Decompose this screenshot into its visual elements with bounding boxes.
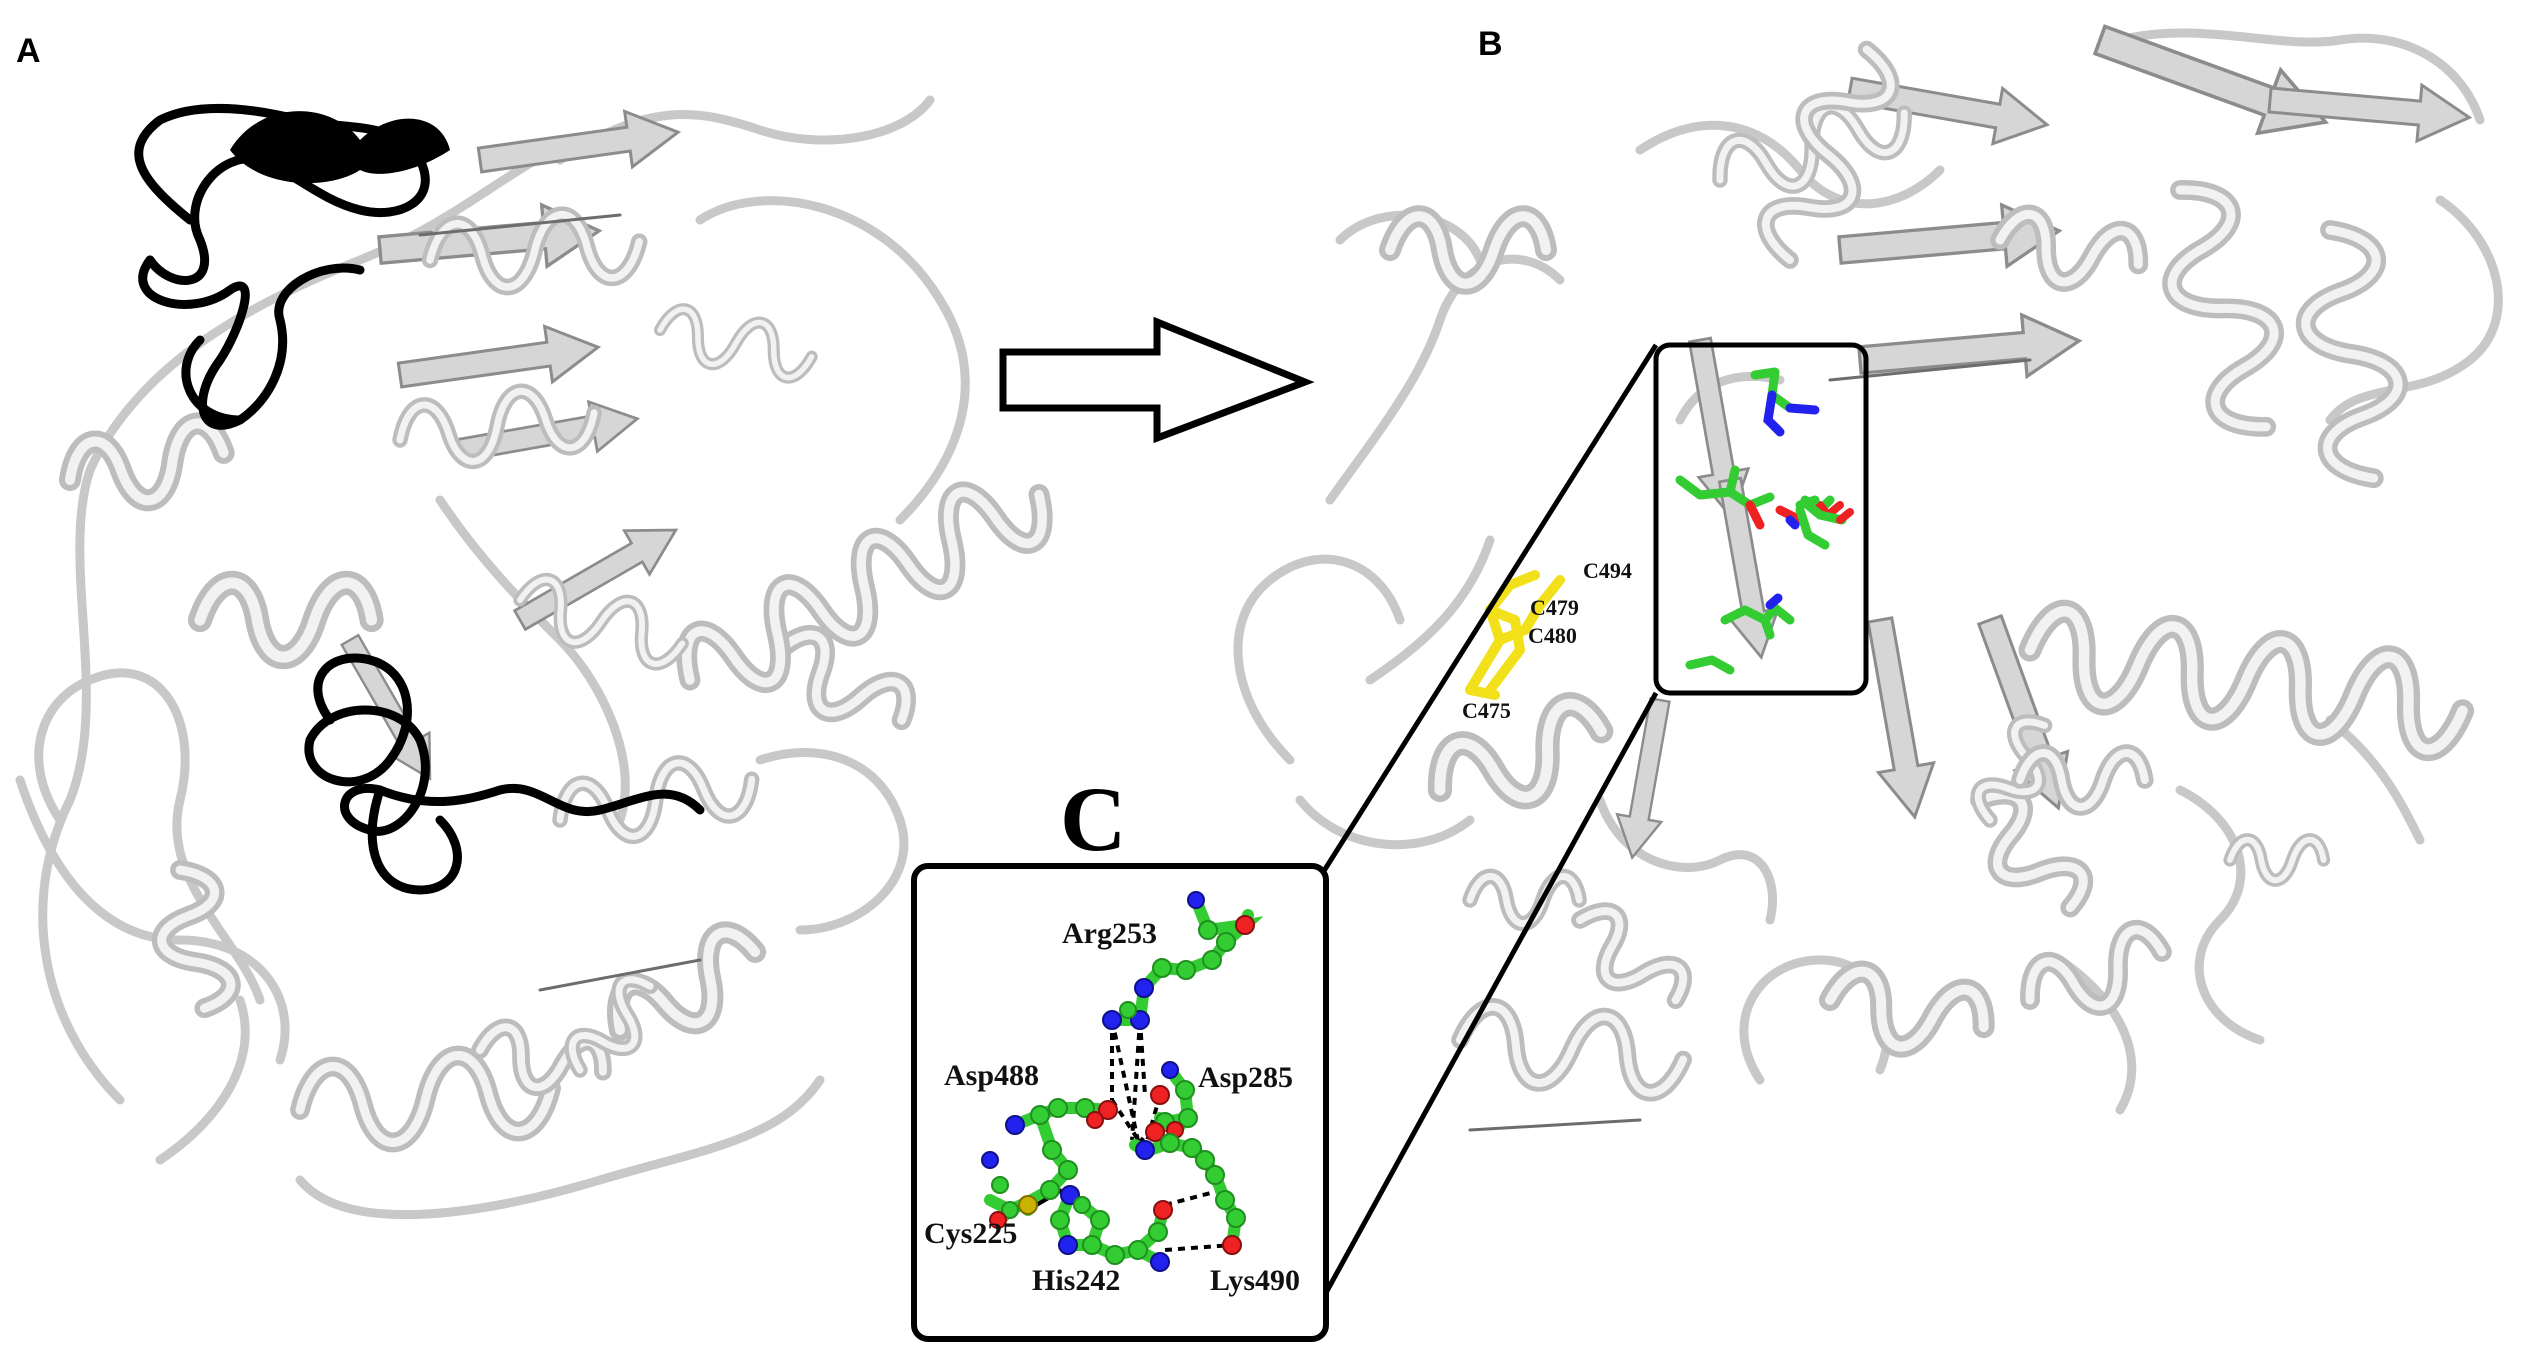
panel-c-label: C: [1060, 768, 1126, 870]
inset-box: [911, 863, 1329, 1342]
residue-atoms: [981, 891, 1255, 1272]
label-arg253: Arg253: [1062, 917, 1157, 950]
active-site-box: [1653, 342, 1869, 696]
active-site-sticks: [1675, 367, 1854, 675]
transition-arrow: [999, 316, 1315, 444]
panel-a-label: A: [16, 32, 41, 70]
label-c479: C479: [1530, 595, 1579, 620]
panel-c-inset: Arg253 Asp488 Asp285 Cys225 His242 Lys49…: [911, 863, 1329, 1342]
label-asp488: Asp488: [944, 1059, 1039, 1092]
label-lys490: Lys490: [1210, 1264, 1300, 1297]
panel-a-protein-structure: [15, 95, 1057, 1220]
cysteine-labels: C494 C479 C480 C475: [1462, 558, 1632, 723]
label-c494: C494: [1583, 558, 1632, 583]
zoom-connector-bottom: [1319, 691, 1659, 1302]
label-asp285: Asp285: [1198, 1061, 1293, 1094]
label-cys225: Cys225: [924, 1217, 1017, 1250]
panel-b-label: B: [1478, 25, 1503, 63]
label-c475: C475: [1462, 698, 1511, 723]
label-his242: His242: [1032, 1264, 1120, 1297]
zoom-connector-top: [1319, 343, 1659, 876]
label-c480: C480: [1528, 623, 1577, 648]
cysteine-cluster: [1465, 570, 1565, 700]
panel-b-protein-structure: [1233, 6, 2503, 1132]
